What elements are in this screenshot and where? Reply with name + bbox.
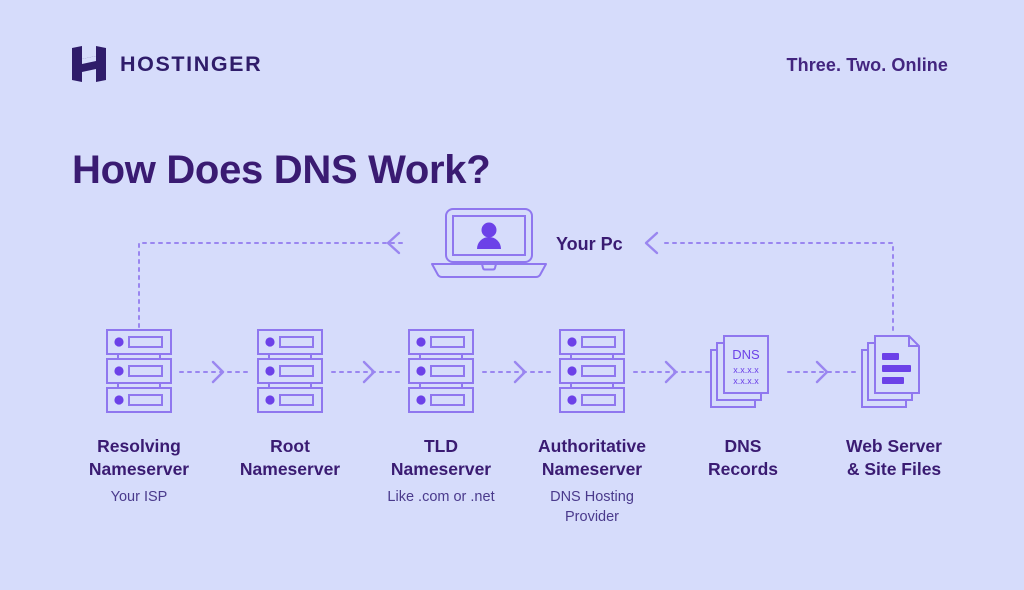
node-label: Root Nameserver	[239, 436, 341, 480]
node-label: Web Server & Site Files	[846, 436, 942, 480]
tagline: Three. Two. Online	[786, 55, 948, 75]
arrow-web-server-to-pc	[644, 231, 659, 255]
node-sublabel: DNS Hosting Provider	[550, 489, 634, 525]
node-sublabel: Your ISP	[110, 489, 168, 506]
dotted-path-pc-to-resolving	[138, 242, 403, 331]
your-pc-label: Your Pc	[556, 234, 623, 254]
hostinger-h-logo-icon	[72, 46, 106, 82]
server-rack-icon	[517, 328, 667, 414]
node-root-nameserver: Root Nameserver	[215, 328, 365, 488]
dns-card-title: DNS	[732, 347, 760, 362]
server-rack-icon	[366, 328, 516, 414]
laptop-user-icon	[431, 208, 547, 278]
server-rack-icon	[215, 328, 365, 414]
brand-name: HOSTINGER	[120, 51, 263, 76]
dotted-path-webserver-to-pc	[659, 242, 894, 331]
node-resolving-nameserver: Resolving Nameserver Your ISP	[64, 328, 214, 508]
dns-card-line-1: x.x.x.x	[733, 365, 759, 375]
brand-logo: HOSTINGER	[72, 46, 262, 82]
node-web-server: Web Server & Site Files	[819, 328, 969, 488]
web-server-files-icon	[819, 328, 969, 414]
your-pc-node	[424, 205, 554, 285]
node-authoritative-nameserver: Authoritative Nameserver DNS Hosting Pro…	[517, 328, 667, 527]
dns-card-line-2: x.x.x.x	[733, 376, 759, 386]
node-label: Resolving Nameserver	[88, 436, 190, 480]
page-title: How Does DNS Work?	[72, 147, 491, 192]
node-dns-records: DNS x.x.x.x x.x.x.x DNS Records	[668, 328, 818, 488]
node-tld-nameserver: TLD Nameserver Like .com or .net	[366, 328, 516, 508]
node-label: TLD Nameserver	[390, 436, 492, 480]
server-rack-icon	[64, 328, 214, 414]
arrow-pc-to-resolving-nameserver	[386, 231, 401, 255]
node-label: Authoritative Nameserver	[538, 436, 646, 480]
node-label: DNS Records	[707, 436, 779, 480]
dns-records-documents-icon: DNS x.x.x.x x.x.x.x	[668, 328, 818, 414]
node-sublabel: Like .com or .net	[387, 489, 495, 506]
